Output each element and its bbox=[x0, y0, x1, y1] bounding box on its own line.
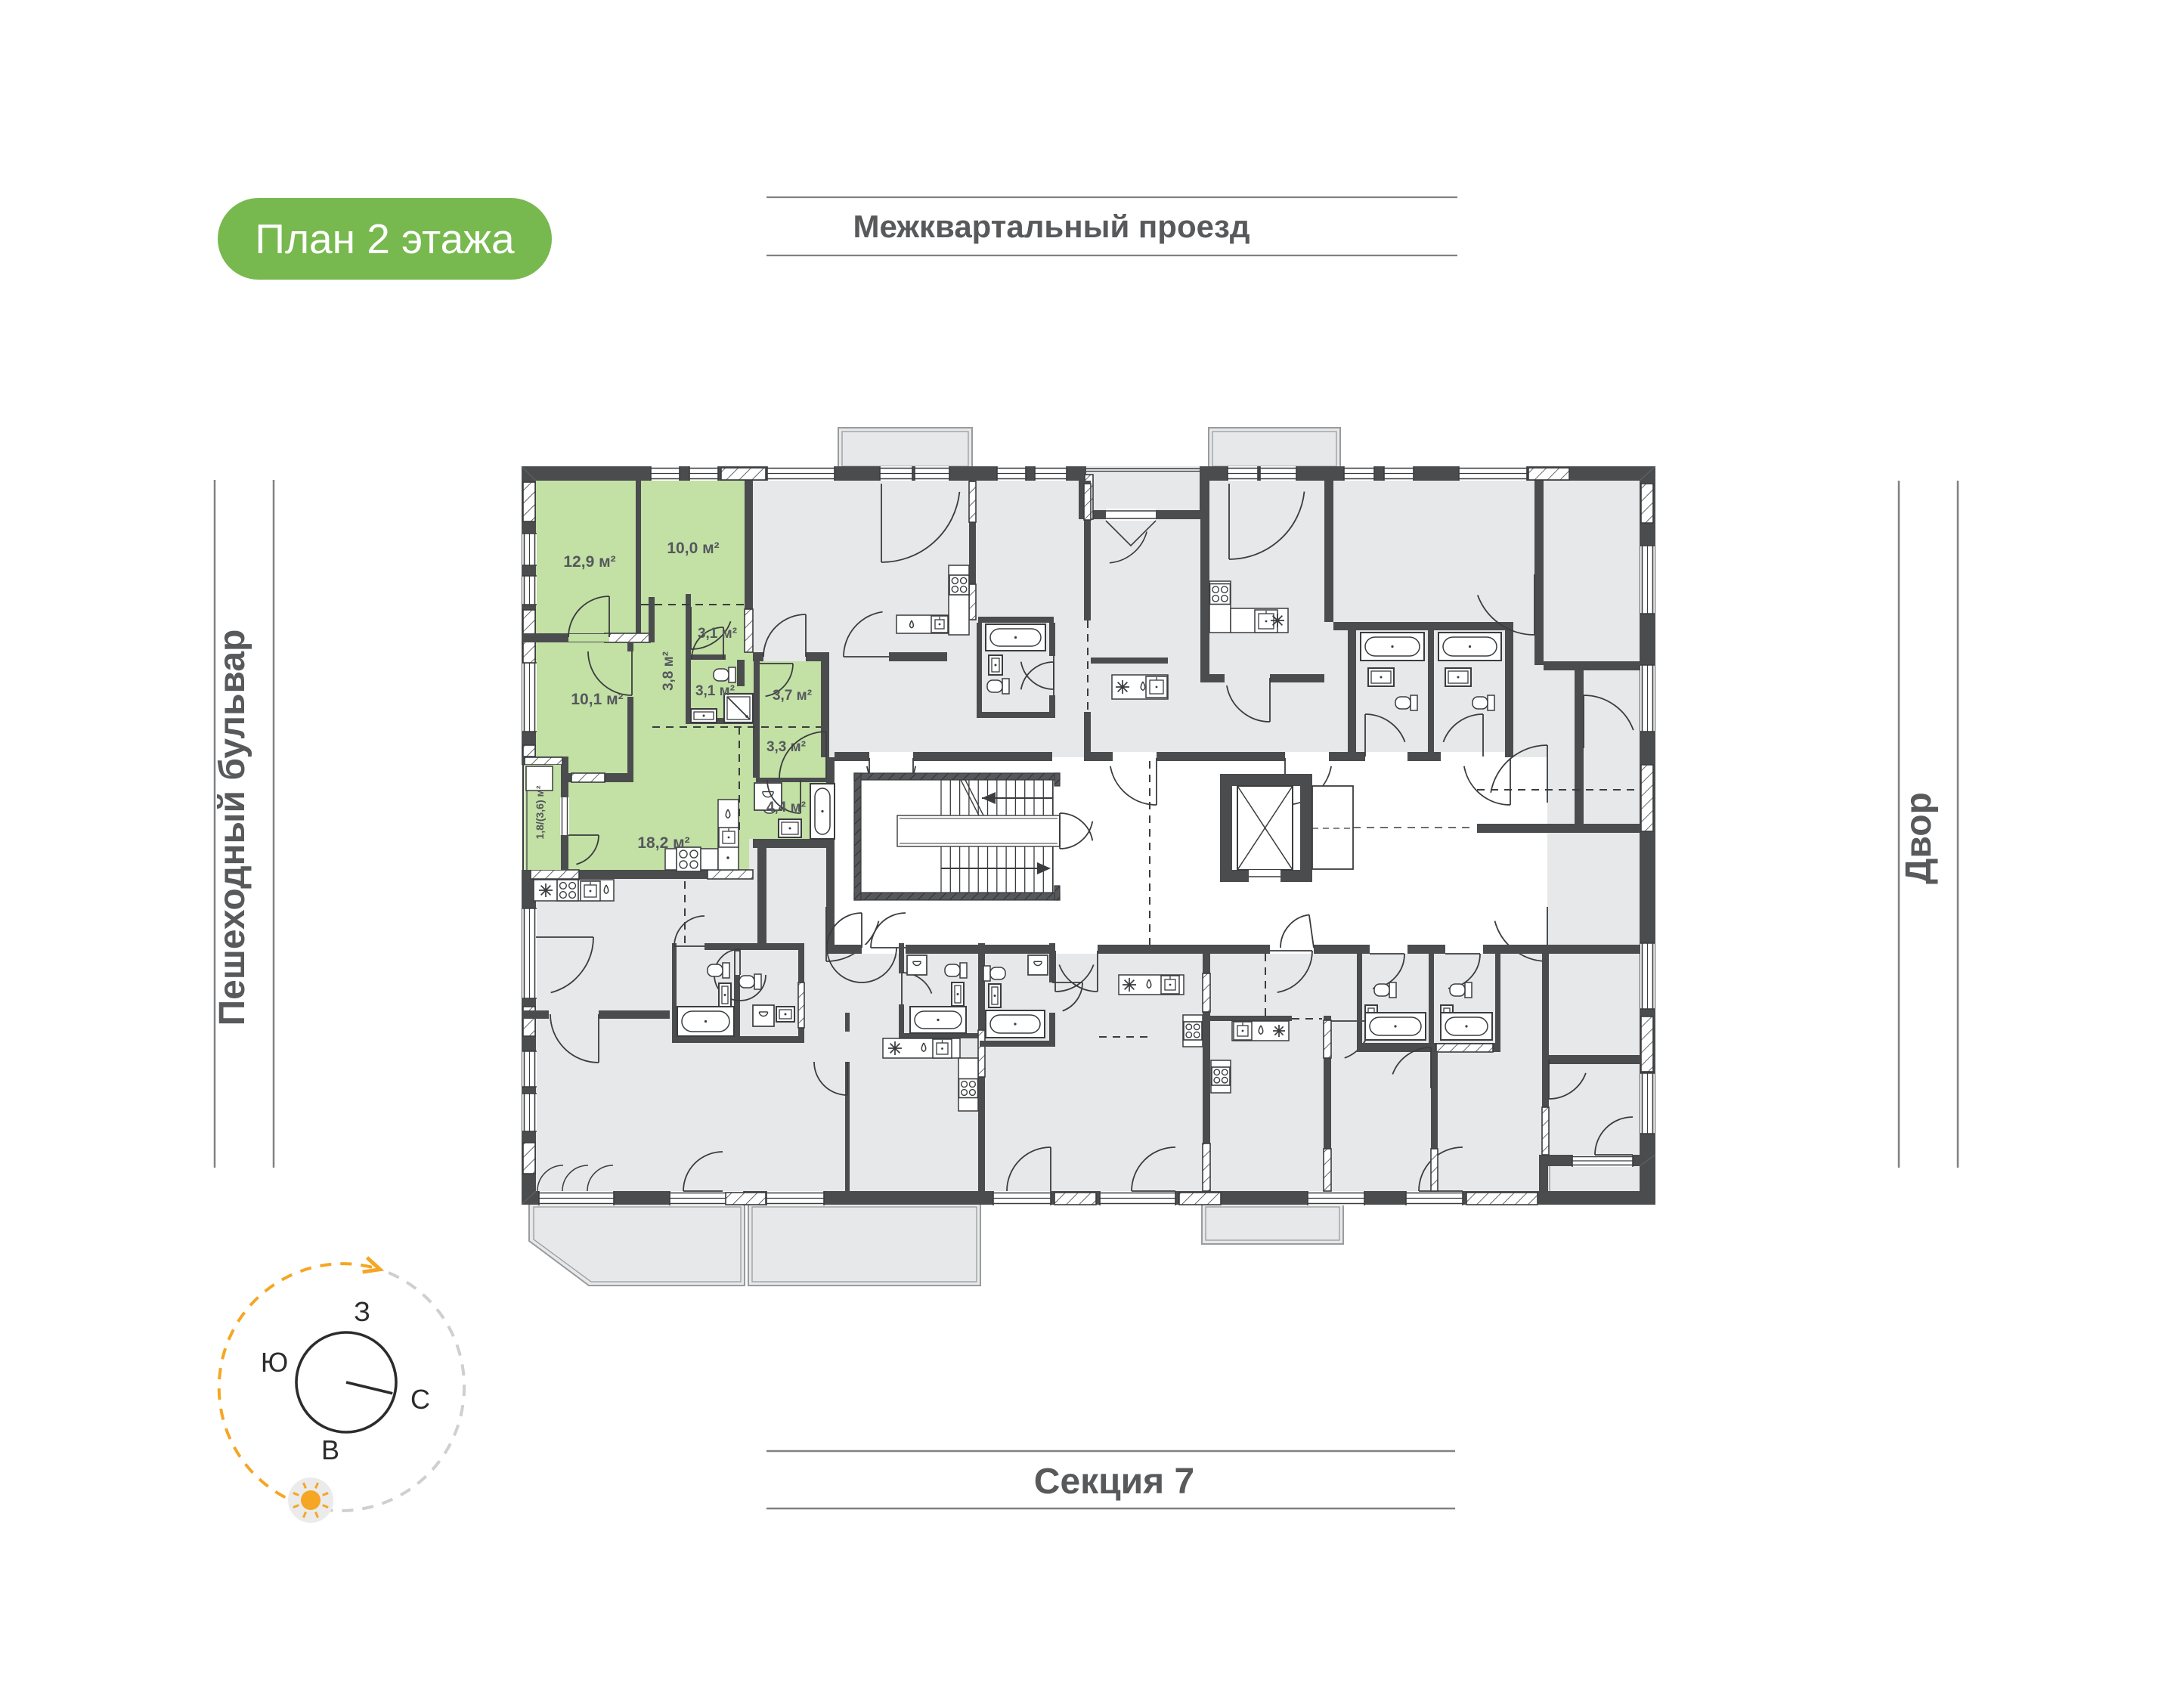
svg-text:3,1 м²: 3,1 м² bbox=[698, 626, 737, 642]
svg-text:Двор: Двор bbox=[1899, 792, 1939, 884]
svg-text:Межквартальный проезд: Межквартальный проезд bbox=[853, 209, 1250, 244]
svg-text:З: З bbox=[354, 1296, 370, 1327]
svg-text:Пешеходный бульвар: Пешеходный бульвар bbox=[212, 630, 252, 1026]
svg-text:Секция 7: Секция 7 bbox=[1034, 1462, 1194, 1502]
svg-text:10,1 м²: 10,1 м² bbox=[571, 691, 623, 708]
svg-text:План 2 этажа: План 2 этажа bbox=[255, 215, 515, 262]
svg-text:Ю: Ю bbox=[261, 1347, 288, 1378]
svg-text:1,8/(3,6) м²: 1,8/(3,6) м² bbox=[534, 785, 546, 839]
svg-text:3,1 м²: 3,1 м² bbox=[695, 683, 735, 699]
svg-text:3,7 м²: 3,7 м² bbox=[773, 688, 812, 704]
svg-text:10,0 м²: 10,0 м² bbox=[667, 540, 719, 557]
svg-text:4,4 м²: 4,4 м² bbox=[766, 800, 806, 815]
svg-text:3,3 м²: 3,3 м² bbox=[766, 739, 806, 755]
svg-text:3,8 м²: 3,8 м² bbox=[661, 651, 677, 691]
svg-text:С: С bbox=[410, 1384, 430, 1415]
svg-text:12,9 м²: 12,9 м² bbox=[563, 553, 615, 571]
svg-text:В: В bbox=[321, 1434, 339, 1465]
svg-text:18,2 м²: 18,2 м² bbox=[637, 834, 689, 852]
